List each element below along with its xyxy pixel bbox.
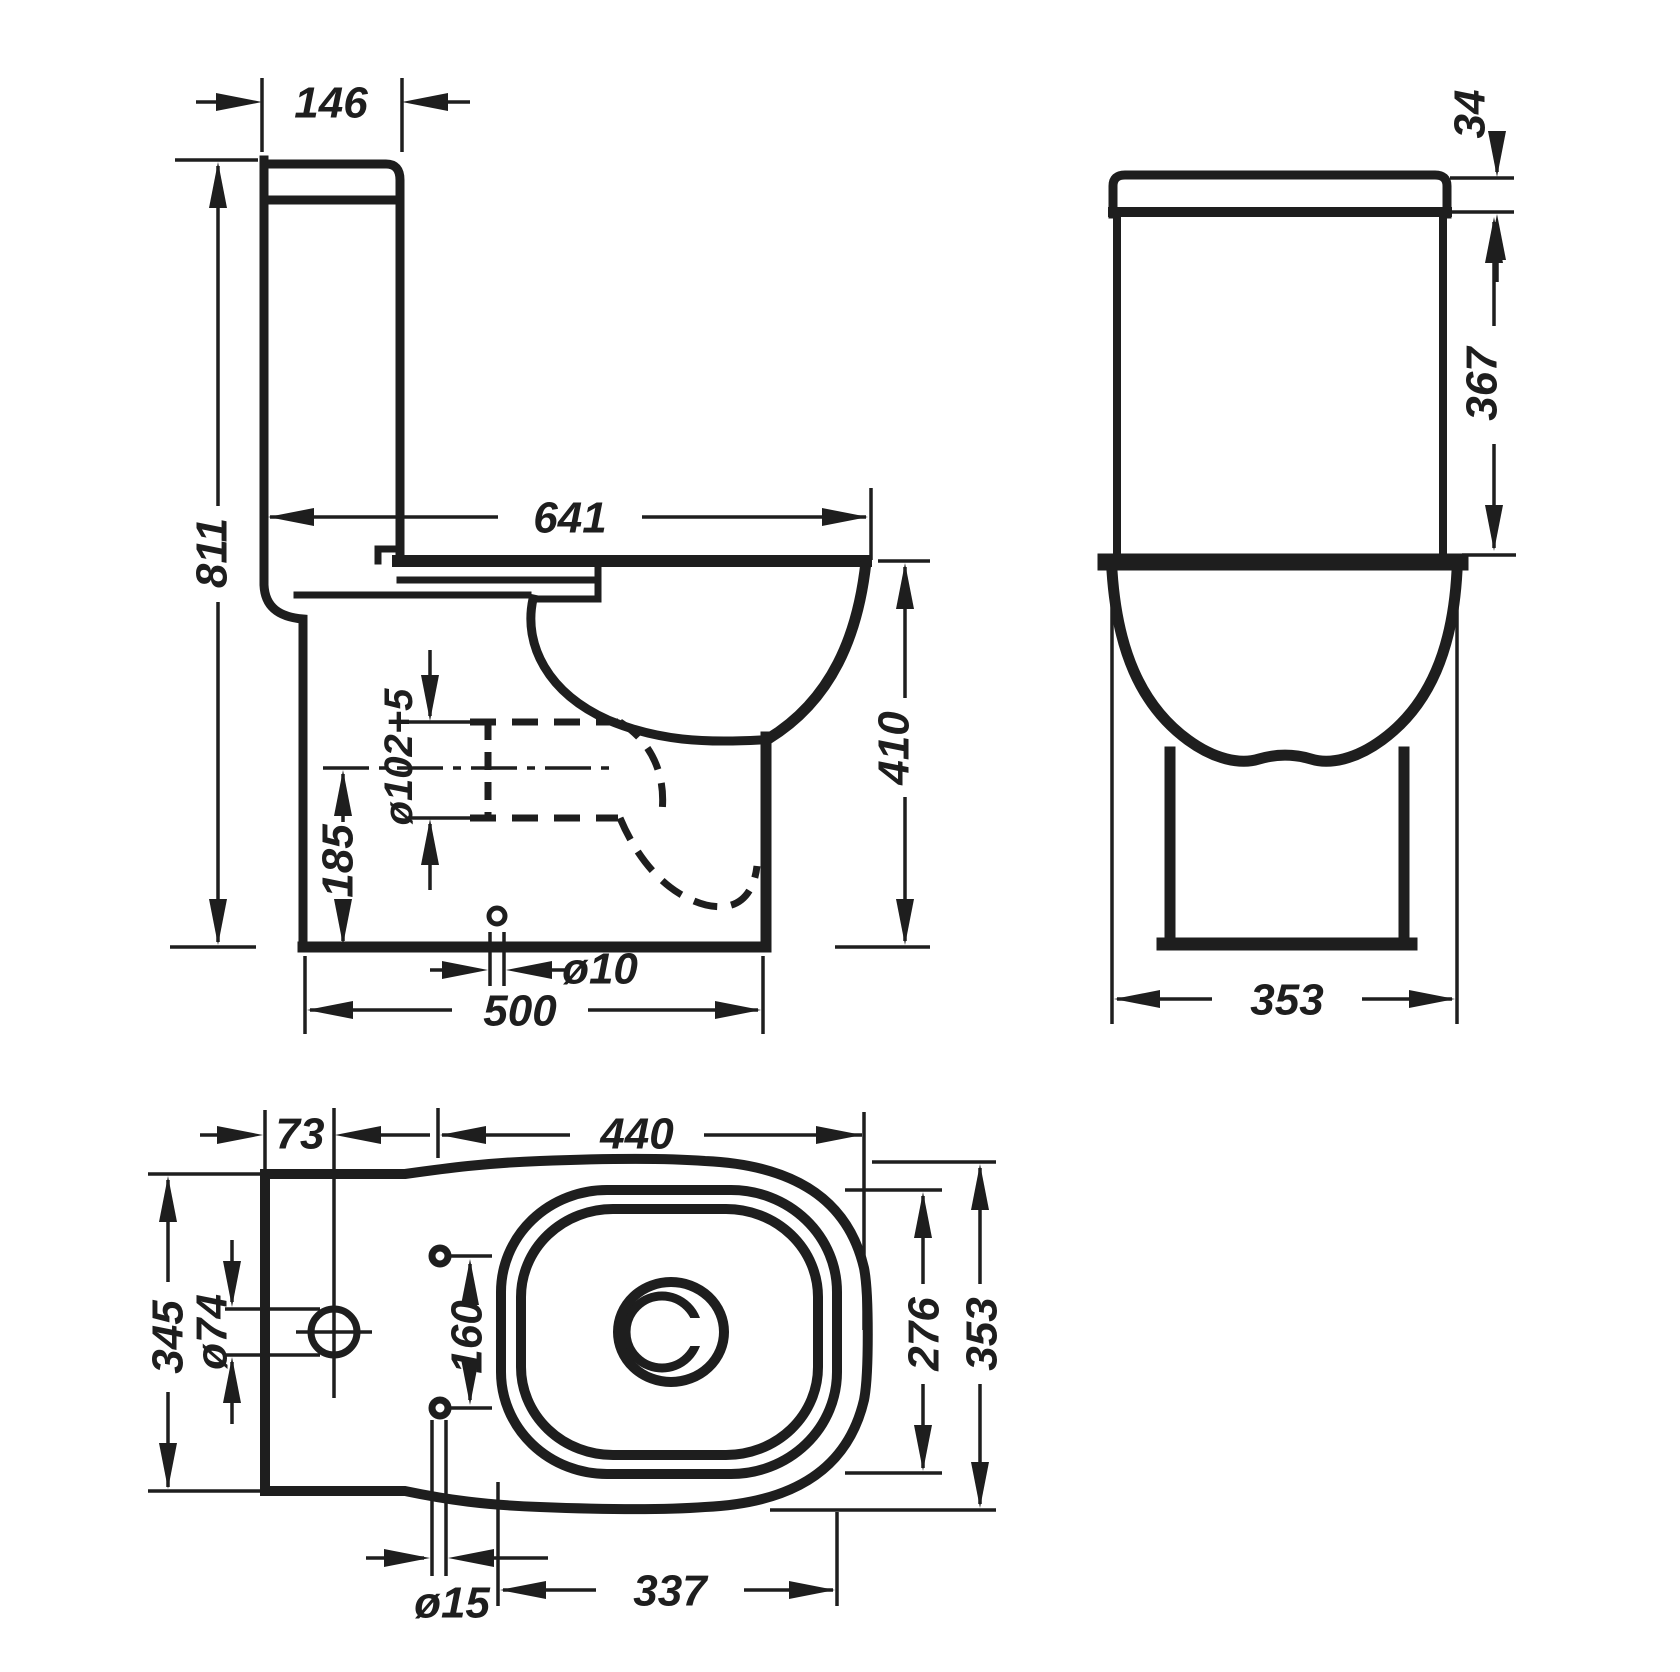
dim-353-plan: 353 xyxy=(770,1160,1006,1512)
plan-silhouette xyxy=(260,1153,873,1515)
dim-185: 185 xyxy=(313,770,362,945)
dim-label-73: 73 xyxy=(276,1109,325,1158)
dim-641: 641 xyxy=(268,488,873,560)
trap-dashed-outer xyxy=(616,816,761,911)
dim-146: 146 xyxy=(196,78,470,152)
dim-supply-diameter: ø74 xyxy=(187,1240,320,1424)
dim-500: 500 xyxy=(303,956,765,1035)
side-pan-step xyxy=(529,562,602,603)
side-view: 146 811 641 410 xyxy=(170,78,930,1035)
dim-label-353-front: 353 xyxy=(1250,975,1323,1024)
dim-label-410: 410 xyxy=(869,711,918,786)
dim-73: 73 xyxy=(200,1109,430,1170)
dim-353-front: 353 xyxy=(1110,578,1459,1024)
dim-label-34: 34 xyxy=(1445,90,1494,139)
dim-label-185: 185 xyxy=(313,824,362,898)
plan-seat-ring-inner xyxy=(516,1204,823,1460)
dim-276: 276 xyxy=(845,1188,948,1475)
side-fixing-hole xyxy=(486,905,508,927)
plan-flush-gap xyxy=(690,1318,706,1346)
dim-label-345: 345 xyxy=(143,1300,192,1374)
dim-fix-hole-plan: ø15 xyxy=(366,1420,548,1627)
dim-label-500: 500 xyxy=(483,986,557,1035)
plan-view: 73 440 345 ø74 xyxy=(143,1108,1006,1627)
dim-outlet-diameter: ø102+5 xyxy=(377,650,470,890)
trap-dashed-inner xyxy=(618,719,667,813)
dim-label-811: 811 xyxy=(187,518,236,588)
dim-34: 34 xyxy=(1445,90,1514,282)
dim-337: 337 xyxy=(496,1482,839,1615)
side-cistern-back-pedestal xyxy=(259,155,308,952)
dim-label-276: 276 xyxy=(899,1297,948,1372)
plan-flush-inner-circle xyxy=(621,1291,703,1373)
dim-410: 410 xyxy=(835,559,930,949)
front-view: 34 367 353 xyxy=(1097,90,1516,1024)
dim-811: 811 xyxy=(170,158,258,949)
dim-label-641: 641 xyxy=(533,493,606,542)
side-seat-step xyxy=(374,545,404,565)
plan-seat-ring-outer xyxy=(496,1185,842,1479)
dim-label-353-plan: 353 xyxy=(957,1297,1006,1370)
plan-fixing-hole-bottom xyxy=(428,1396,452,1420)
side-bowl-front-arc xyxy=(760,555,873,747)
side-cistern-top-right xyxy=(259,159,405,561)
dim-367: 367 xyxy=(1457,217,1516,557)
plan-flush-outer-circle xyxy=(613,1277,729,1387)
front-lid-outline xyxy=(1108,170,1452,219)
dim-label-supply-diameter: ø74 xyxy=(187,1294,236,1370)
dim-160: 160 xyxy=(442,1254,492,1410)
dim-label-outlet-diameter: ø102+5 xyxy=(377,688,421,826)
dim-label-fix-hole-plan: ø15 xyxy=(414,1578,490,1627)
front-cistern-sides xyxy=(1113,212,1447,557)
dim-label-146: 146 xyxy=(294,78,368,127)
dim-label-367: 367 xyxy=(1457,345,1506,421)
front-pedestal-sides xyxy=(1164,746,1410,944)
dim-fix-hole-side: ø10 xyxy=(430,932,638,993)
dim-label-440: 440 xyxy=(599,1109,674,1158)
front-bowl-curve xyxy=(1106,565,1463,767)
dim-label-fix-hole-side: ø10 xyxy=(562,944,638,993)
dim-label-160: 160 xyxy=(442,1300,491,1374)
dim-345: 345 xyxy=(143,1172,260,1493)
dim-label-337: 337 xyxy=(633,1566,709,1615)
plan-fixing-hole-top xyxy=(428,1244,452,1268)
dim-440: 440 xyxy=(436,1108,866,1330)
